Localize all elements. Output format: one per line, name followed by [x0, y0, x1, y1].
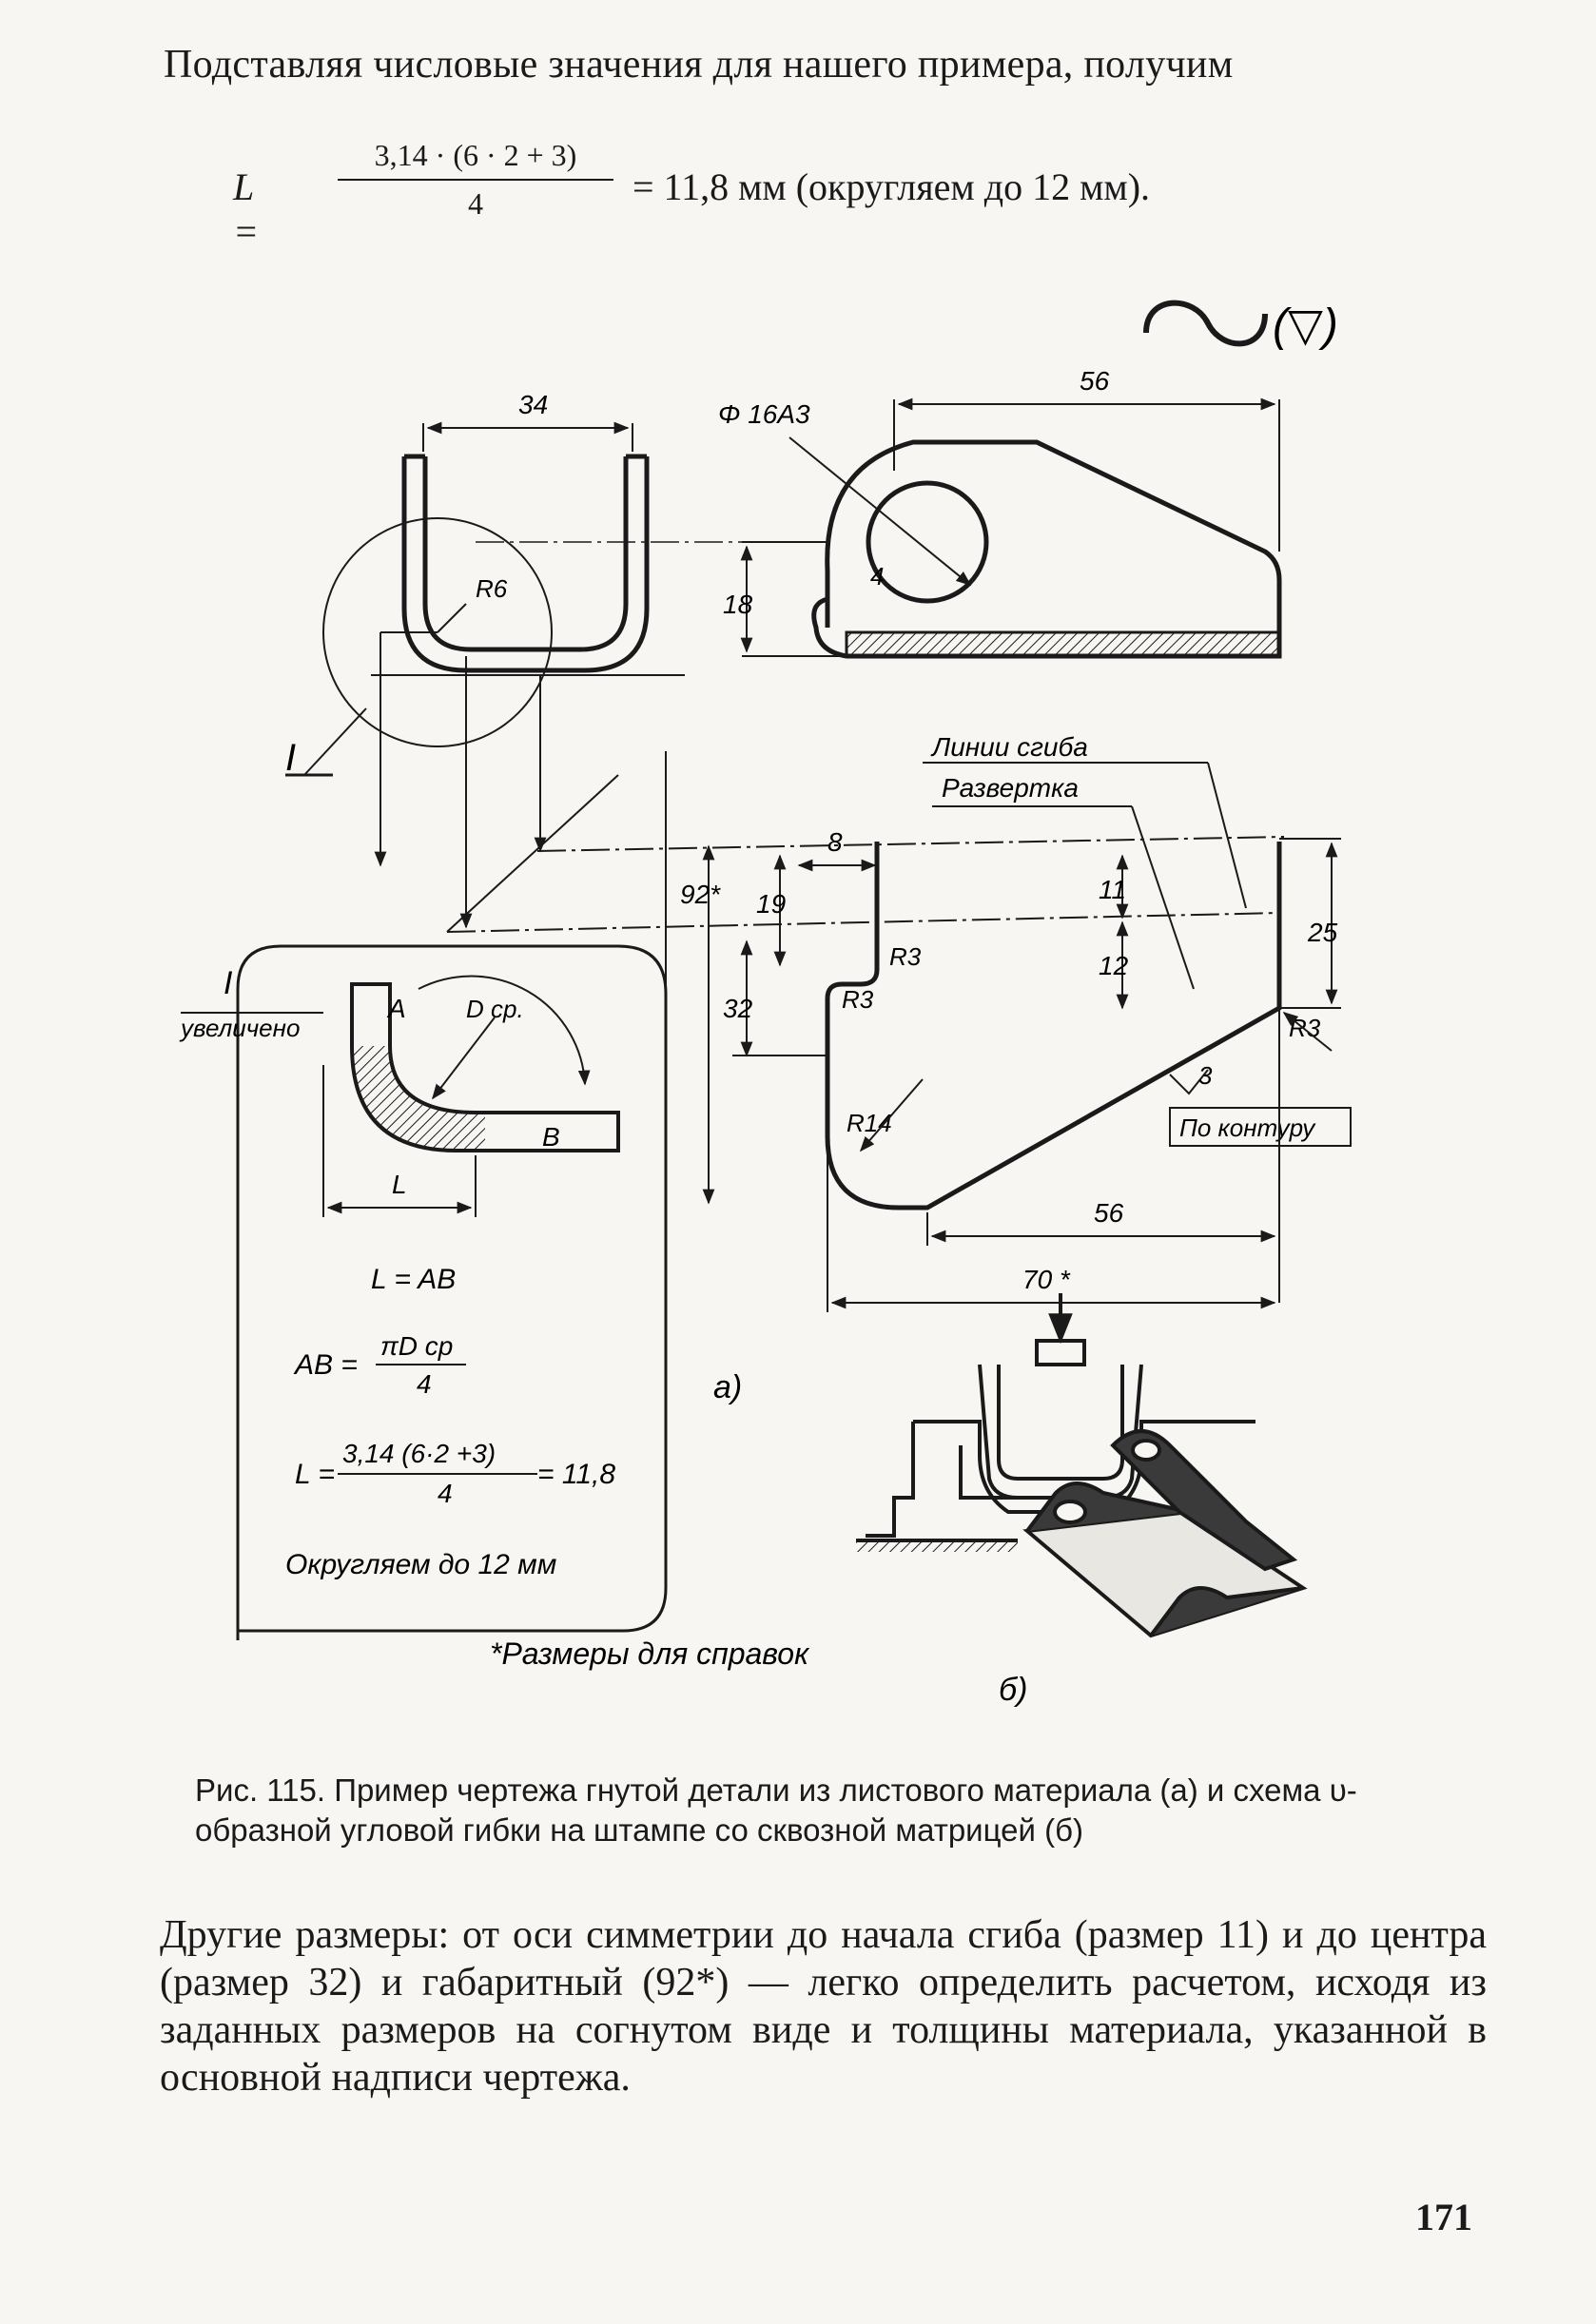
dim-70: 70 * — [827, 1136, 1276, 1312]
label-bend-lines: Линии сгиба — [930, 732, 1088, 762]
formula-denominator: 4 — [468, 186, 483, 221]
side-view — [811, 439, 1282, 659]
dim-19: 19 — [756, 854, 787, 967]
radius-r6: R6 — [476, 574, 508, 603]
equation-3-rhs: = 11,8 — [537, 1459, 615, 1490]
material-section — [845, 630, 1281, 658]
dim-34-label: 34 — [518, 390, 548, 419]
dim-32: 32 — [723, 939, 827, 1057]
dim-34: 34 — [422, 390, 633, 452]
dim-92: 92* — [680, 844, 721, 1205]
dim-25: 25 — [1279, 838, 1341, 1009]
equation-3-lhs: L = — [295, 1459, 335, 1490]
dim-56-bottom: 56 — [926, 1008, 1280, 1303]
detail-box — [236, 944, 668, 1640]
intro-text: Подставляя числовые значения для нашего … — [164, 43, 1234, 87]
dim-12-label: 12 — [1099, 951, 1129, 980]
roughness-label: (▽) — [1273, 300, 1338, 351]
body-paragraph: Другие размеры: от оси симметрии до нача… — [160, 1913, 1487, 2100]
label-b: б) — [999, 1672, 1027, 1708]
detail-enlarged: увеличено — [179, 1014, 300, 1042]
view-label: I — [285, 737, 296, 779]
equation-1: L = AB — [371, 1264, 456, 1295]
formula-lhs: L = — [233, 165, 259, 253]
reference-note: *Размеры для справок — [490, 1636, 810, 1671]
dim-32-label: 32 — [723, 994, 753, 1023]
equation-2-num: πD ср — [380, 1331, 453, 1361]
dim-19-label: 19 — [756, 889, 786, 919]
finish-3-symbol: 3 По контуру — [1169, 1061, 1352, 1147]
dim-56-top: 56 — [893, 366, 1280, 552]
detail-circle — [322, 517, 553, 747]
label-a: а) — [713, 1369, 742, 1405]
dim-92-label: 92* — [680, 880, 721, 909]
dim-8: 8 — [797, 827, 877, 872]
dim-56-bottom-label: 56 — [1094, 1198, 1124, 1228]
development-outline — [825, 842, 1282, 1210]
dim-11-label: 11 — [1099, 875, 1126, 904]
radius-r3-a: R3 — [889, 942, 922, 971]
dim-8-label: 8 — [827, 827, 843, 857]
detail-l: L — [392, 1170, 407, 1199]
finish-4: 4 — [870, 562, 884, 591]
formula-fraction: 3,14 · (6 · 2 + 3) 4 — [338, 138, 613, 222]
dim-56-top-label: 56 — [1080, 366, 1110, 396]
front-view — [401, 454, 650, 673]
dim-18: 18 — [723, 541, 847, 657]
radius-r3-b: R3 — [842, 985, 874, 1014]
dim-11: 11 — [1099, 854, 1129, 920]
detail-title: I — [224, 965, 233, 1001]
figure-caption: Рис. 115. Пример чертежа гнутой детали и… — [195, 1772, 1357, 1848]
dim-25-label: 25 — [1307, 918, 1338, 947]
formula-rhs: = 11,8 мм (округляем до 12 мм). — [633, 165, 1151, 208]
detail-b: B — [542, 1122, 560, 1152]
dim-18-label: 18 — [723, 590, 753, 619]
roughness-symbol: (▽) — [1143, 300, 1338, 351]
detail-a: A — [386, 994, 406, 1023]
part-isometric — [1022, 1429, 1308, 1638]
finish-3: 3 — [1198, 1061, 1213, 1090]
fraction-bar — [338, 179, 613, 181]
label-contour: По контуру — [1179, 1114, 1316, 1142]
equation-3-den: 4 — [438, 1479, 453, 1508]
hole-label: Φ 16А3 — [718, 399, 810, 429]
round-note: Округляем до 12 мм — [285, 1549, 556, 1580]
formula-numerator: 3,14 · (6 · 2 + 3) — [374, 138, 577, 172]
label-development: Развертка — [942, 773, 1079, 803]
dim-70-label: 70 * — [1022, 1265, 1071, 1294]
dim-l: L — [322, 1065, 477, 1217]
dim-12: 12 — [1099, 920, 1129, 1010]
detail-dcp: D ср. — [466, 995, 524, 1023]
equation-2-den: 4 — [417, 1369, 432, 1399]
equation-3-num: 3,14 (6·2 +3) — [342, 1439, 496, 1468]
equation-2-lhs: AB = — [293, 1349, 358, 1381]
technical-drawing: (▽) 34 R6 I Φ 16А3 4 56 18 — [179, 300, 1352, 1708]
detail-bend — [350, 975, 620, 1152]
page-number: 171 — [1415, 2196, 1472, 2238]
